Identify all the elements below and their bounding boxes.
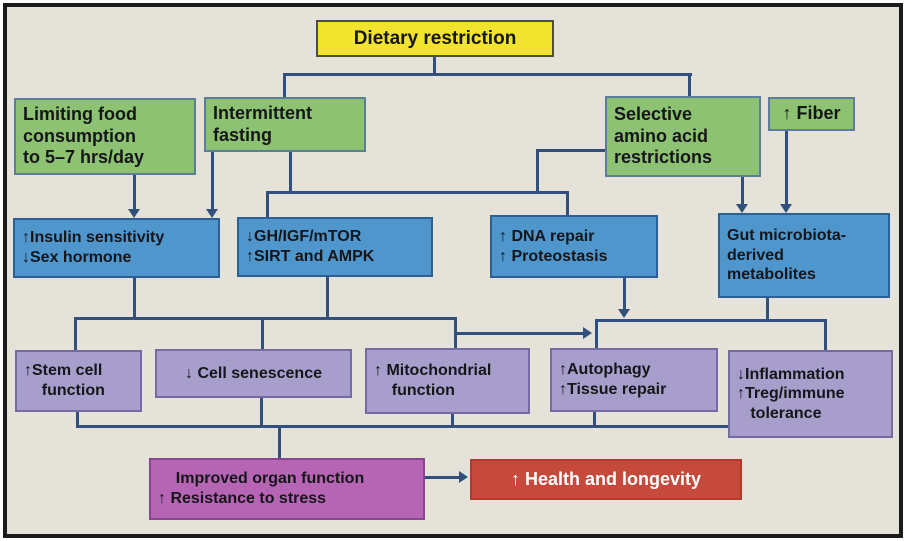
connector-gut-down — [766, 298, 769, 322]
connector-to-inflammation — [824, 319, 827, 352]
connector-mid-horizontal — [266, 191, 569, 194]
node-dna-repair-proteostasis: ↑ DNA repair ↑ Proteostasis — [490, 215, 658, 278]
connector-stem-down — [76, 412, 79, 428]
connector-to-senescence — [261, 317, 264, 351]
connector-top-horizontal — [283, 73, 692, 76]
connector-bus-to-autophagy-arrow — [455, 332, 584, 335]
connector-right-bus — [595, 319, 827, 322]
arrowhead-limiting-insulin — [128, 209, 140, 218]
arrowhead-improved-health — [459, 471, 468, 483]
arrowhead-fasting-insulin — [206, 209, 218, 218]
node-gh-igf-mtor-sirt-ampk: ↓GH/IGF/mTOR ↑SIRT and AMPK — [237, 217, 433, 277]
arrowhead-dna-bus — [618, 309, 630, 318]
node-mitochondrial-function: ↑ Mitochondrial function — [365, 348, 530, 414]
connector-to-stem — [74, 317, 77, 352]
node-limiting-food-consumption: Limiting food consumption to 5–7 hrs/day — [14, 98, 196, 175]
connector-selective-to-gut — [741, 177, 744, 206]
node-autophagy-tissue-repair: ↑Autophagy ↑Tissue repair — [550, 348, 718, 412]
node-dietary-restriction: Dietary restriction — [316, 20, 554, 57]
connector-to-dna-repair — [566, 191, 569, 217]
connector-autophagy-down — [593, 412, 596, 428]
arrowhead-fiber-gut — [780, 204, 792, 213]
connector-bottom-bus — [76, 425, 728, 428]
connector-mitochondrial-down — [451, 414, 454, 428]
connector-fasting-down — [289, 152, 292, 194]
node-cell-senescence: ↓ Cell senescence — [155, 349, 352, 398]
connector-dna-down — [623, 278, 626, 310]
connector-to-improved — [278, 425, 281, 459]
connector-left-bus — [74, 317, 457, 320]
node-intermittent-fasting: Intermittent fasting — [204, 97, 366, 152]
arrowhead-to-autophagy-branch — [583, 327, 592, 339]
node-fiber: ↑ Fiber — [768, 97, 855, 131]
connector-dietary-down — [433, 57, 436, 76]
connector-insulin-down — [133, 278, 136, 320]
connector-improved-to-health — [424, 476, 461, 479]
connector-gh-down — [326, 277, 329, 320]
connector-to-autophagy — [595, 319, 598, 350]
node-insulin-sensitivity-sex-hormone: ↑Insulin sensitivity ↓Sex hormone — [13, 218, 220, 278]
connector-limiting-to-insulin — [133, 175, 136, 211]
connector-selective-branch-vertical — [536, 149, 539, 194]
node-gut-microbiota-metabolites: Gut microbiota- derived metabolites — [718, 213, 890, 298]
arrowhead-selective-gut — [736, 204, 748, 213]
node-stem-cell-function: ↑Stem cell function — [15, 350, 142, 412]
connector-fiber-to-gut — [785, 131, 788, 206]
connector-selective-branch-horizontal — [536, 149, 606, 152]
connector-fasting-to-insulin — [211, 152, 214, 211]
node-selective-amino-acid-restrictions: Selective amino acid restrictions — [605, 96, 761, 177]
connector-to-selective — [688, 73, 691, 98]
node-health-and-longevity: ↑ Health and longevity — [470, 459, 742, 500]
connector-to-gh-igf — [266, 191, 269, 219]
connector-to-fasting — [283, 73, 286, 99]
node-improved-organ-function: Improved organ function ↑ Resistance to … — [149, 458, 425, 520]
connector-senescence-down — [260, 398, 263, 428]
node-inflammation-treg-tolerance: ↓Inflammation ↑Treg/immune tolerance — [728, 350, 893, 438]
